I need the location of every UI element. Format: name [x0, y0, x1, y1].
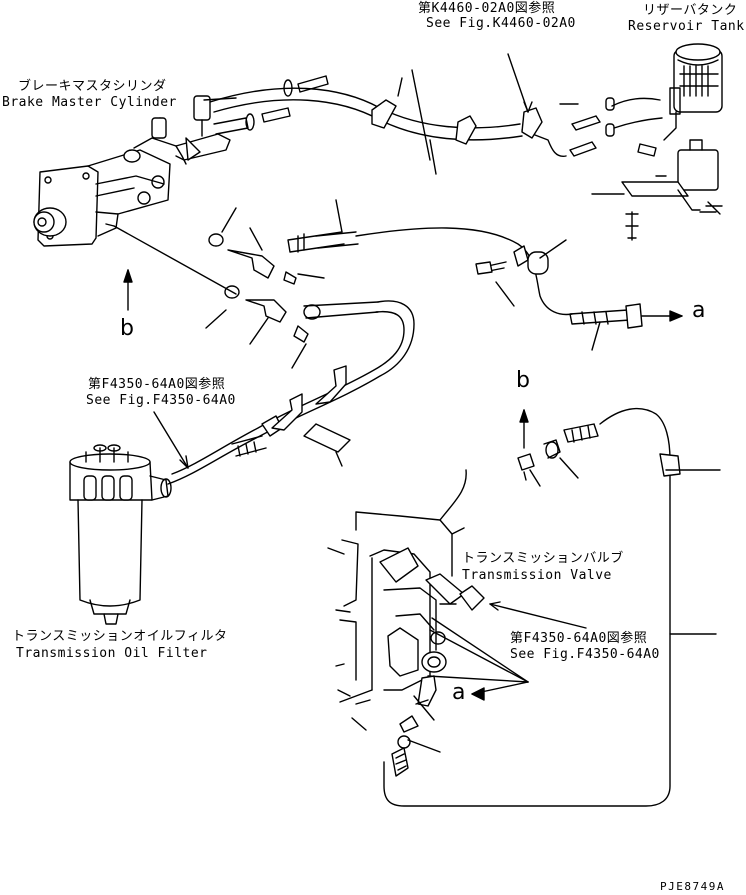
return-hose: [384, 409, 720, 806]
filter-en: Transmission Oil Filter: [16, 646, 208, 661]
marker-a-right: a: [692, 298, 706, 323]
hose-to-filter: [168, 301, 414, 484]
fittings: [206, 200, 378, 368]
brake-master-jp: ブレーキマスタシリンダ: [18, 79, 167, 94]
hose-to-a: [356, 228, 682, 350]
marker-b-left: b: [120, 316, 135, 341]
transmission-oil-filter: [70, 445, 171, 624]
reservoir-tank-jp: リザーバタンク: [643, 3, 738, 18]
marker-arrows: [106, 224, 528, 448]
brake-master-en: Brake Master Cylinder: [2, 95, 177, 110]
reservoir-bracket: [592, 140, 722, 240]
marker-b-mid: b: [516, 368, 531, 393]
valve-leaders: [428, 602, 586, 700]
leader-lines: [398, 54, 666, 176]
valve-jp: トランスミッションバルブ: [462, 551, 624, 566]
marker-a-bottom: a: [452, 680, 466, 705]
ref-f4350-bottom-jp: 第F4350-64A0図参照: [510, 631, 648, 646]
reservoir-tank-en: Reservoir Tank: [628, 19, 745, 34]
ref-k4460-en: See Fig.K4460-02A0: [426, 16, 576, 31]
reservoir-small-parts: [570, 98, 656, 156]
ref-f4350-top-jp: 第F4350-64A0図参照: [88, 377, 226, 392]
brake-master-cylinder: [34, 96, 248, 246]
reservoir-tank: [612, 44, 722, 140]
drawing-code: PJE8749A: [660, 880, 725, 893]
transmission-valve: [328, 470, 466, 730]
valve-fittings: [392, 574, 484, 776]
leader-f4350-top: [154, 412, 188, 468]
ref-k4460-jp: 第K4460-02A0図参照: [418, 1, 556, 16]
valve-en: Transmission Valve: [462, 568, 612, 583]
ref-f4350-bottom-en: See Fig.F4350-64A0: [510, 647, 660, 662]
brake-pipes: [210, 88, 566, 156]
filter-jp: トランスミッションオイルフィルタ: [12, 629, 228, 644]
ref-f4350-top-en: See Fig.F4350-64A0: [86, 393, 236, 408]
